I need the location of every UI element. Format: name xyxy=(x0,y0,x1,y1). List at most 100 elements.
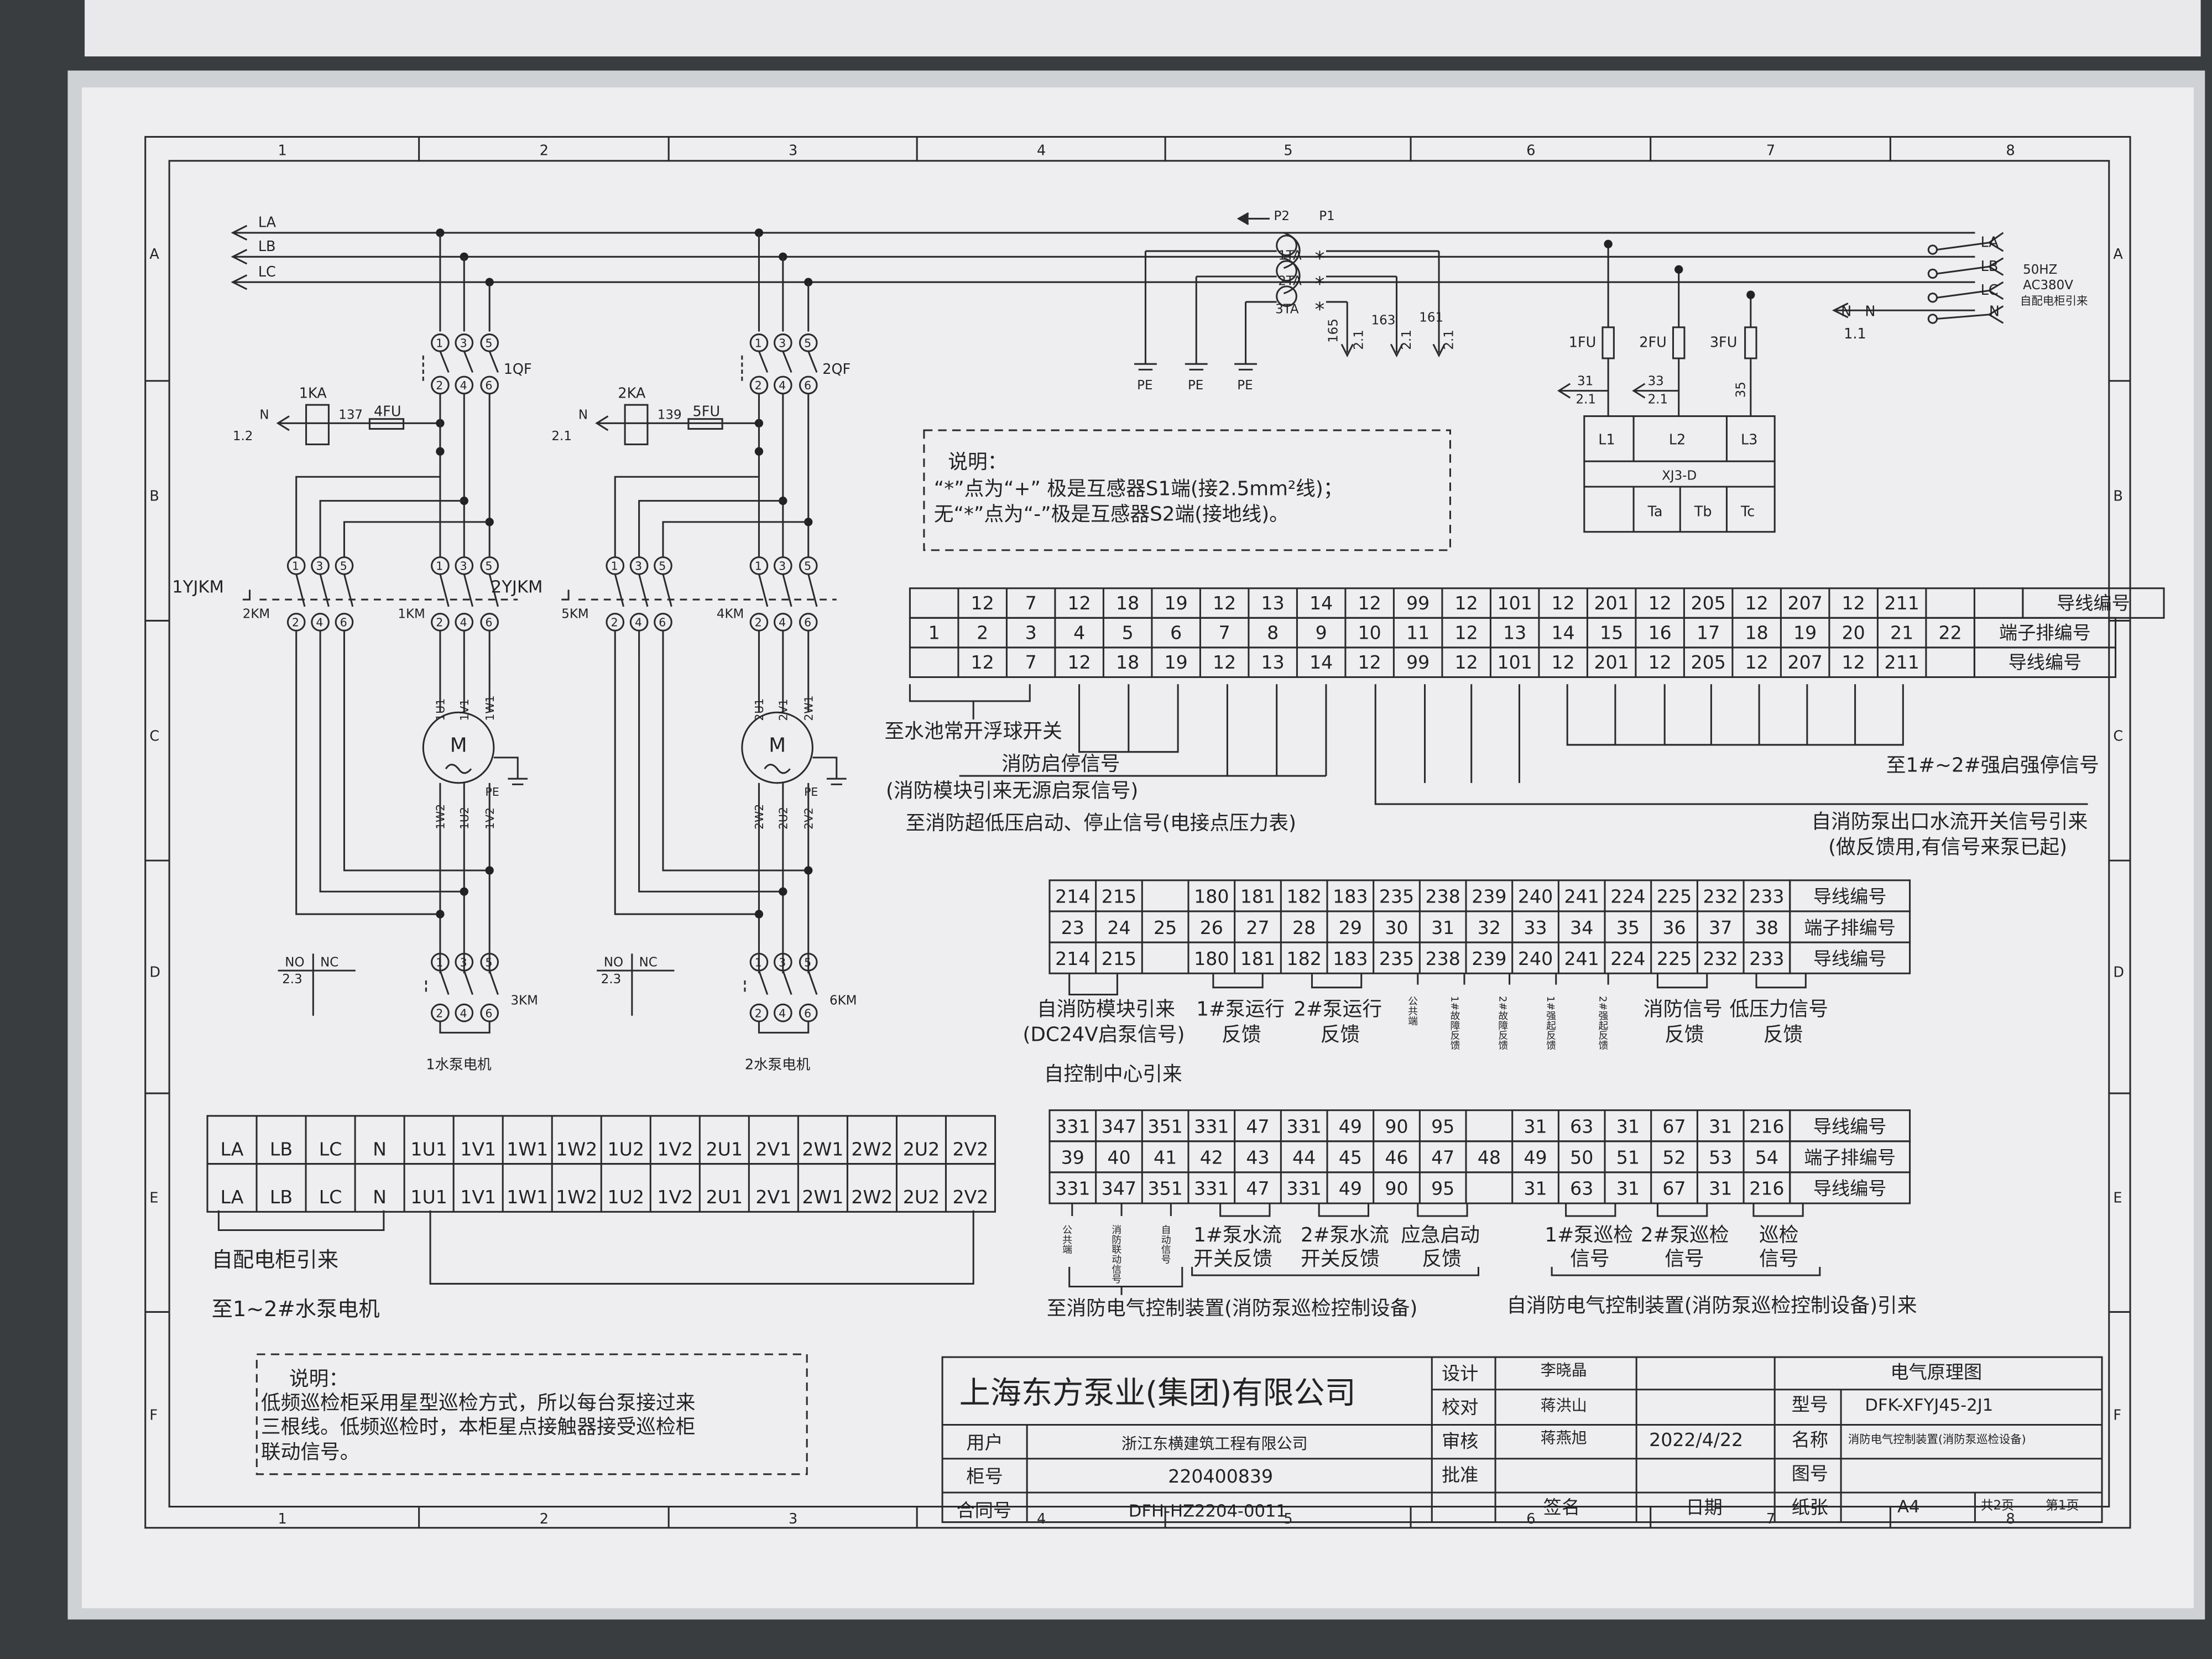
bus-label-la: LA xyxy=(258,215,276,231)
t4-r1-c8: 1U2 xyxy=(608,1186,644,1208)
svg-text:4: 4 xyxy=(779,1006,786,1020)
t3-r1-c11: 50 xyxy=(1570,1147,1593,1168)
right-label-la: LA xyxy=(1981,234,1999,251)
name-value: 消防电气控制装置(消防泵巡检设备) xyxy=(1848,1433,2026,1446)
ct-wire-161: 161 xyxy=(1419,311,1443,325)
t4-r0-c6: 1W1 xyxy=(507,1138,548,1160)
ct-wire-163: 163 xyxy=(1371,314,1396,328)
t3-label-flow1: 1#泵水流 xyxy=(1193,1224,1282,1246)
sign-label: 签名 xyxy=(1543,1496,1580,1518)
t3-r1-c5: 44 xyxy=(1292,1147,1316,1168)
t1-r1-c4: 5 xyxy=(1122,622,1134,644)
design-label: 设计 xyxy=(1442,1363,1478,1384)
svg-text:6: 6 xyxy=(804,379,811,392)
t3-r2-c7: 90 xyxy=(1385,1178,1408,1199)
t3-r1-c4: 43 xyxy=(1246,1147,1269,1168)
t2-label-control-center: 自控制中心引来 xyxy=(1044,1063,1182,1086)
t4-r1-c11: 2V1 xyxy=(755,1186,791,1208)
row-left-3: D xyxy=(149,964,160,981)
relay-tc: Tc xyxy=(1740,504,1755,520)
t2-r2-c5: 182 xyxy=(1287,948,1322,969)
pump1-label: 1水泵电机 xyxy=(426,1057,491,1073)
t3-r2-c11: 63 xyxy=(1570,1178,1593,1199)
svg-text:4: 4 xyxy=(460,379,467,392)
table2-labels: 自消防模块引来 (DC24V启泵信号) 1#泵运行 反馈 2#泵运行 反馈 消防… xyxy=(1022,996,1828,1086)
t3-r2-c12: 31 xyxy=(1616,1178,1640,1199)
figure-label: 图号 xyxy=(1792,1463,1828,1484)
t4-r1-c5: 1V1 xyxy=(460,1186,496,1208)
t2-label-lowp: 低压力信号 xyxy=(1730,998,1829,1021)
t4-r1-c13: 2W2 xyxy=(851,1186,893,1208)
t1-r1-c19: 20 xyxy=(1842,622,1865,644)
t1-r2-c20: 211 xyxy=(1885,651,1919,673)
t1-r2-c16: 205 xyxy=(1691,651,1726,673)
svg-text:1: 1 xyxy=(755,337,762,350)
t4-r0-c12: 2W1 xyxy=(802,1138,843,1160)
t3-label-to-device: 至消防电气控制装置(消防泵巡检控制设备) xyxy=(1047,1297,1418,1320)
t3-r2-c15: 216 xyxy=(1749,1178,1784,1199)
t1-r1-c13: 14 xyxy=(1552,622,1575,644)
t4-r0-c4: 1U1 xyxy=(410,1138,447,1160)
col-bottom-5: 5 xyxy=(1284,1511,1292,1527)
ct-labels: P2 P1 1TA 2TA 3TA * * * 163 161 165 2.1 … xyxy=(1137,209,1456,393)
note2-line1: 低频巡检柜采用星型巡检方式，所以每台泵接过来 xyxy=(261,1391,695,1414)
t1-r1-c8: 9 xyxy=(1316,622,1327,644)
contract-label: 合同号 xyxy=(957,1499,1011,1521)
t3-r1-c7: 46 xyxy=(1385,1147,1408,1168)
svg-text:5: 5 xyxy=(486,560,493,573)
t2-r1-c11: 34 xyxy=(1570,917,1593,938)
t3-label-emergency: 应急启动 xyxy=(1401,1224,1480,1246)
t1-label-float: 至水池常开浮球开关 xyxy=(884,720,1062,743)
t1-r2-c4: 18 xyxy=(1116,651,1139,673)
t1-r2-c17: 12 xyxy=(1745,651,1768,673)
table4-labels: 自配电柜引来 至1~2#水泵电机 xyxy=(212,1248,380,1322)
t4-r1-c0: LA xyxy=(221,1186,244,1208)
t2-r1-c8: 31 xyxy=(1431,917,1454,938)
pump2-motor-m: M xyxy=(769,734,786,757)
svg-text:4: 4 xyxy=(779,616,786,629)
t2-label-fire-fb: 反馈 xyxy=(1665,1024,1704,1046)
t1-label-force: 至1#~2#强启强停信号 xyxy=(1886,754,2099,776)
note1-text: 说明： “*”点为“+” 极是互感器S1端(接2.5mm²线)； 无“*”点为“… xyxy=(934,451,1343,525)
pump1-km-b: 1KM xyxy=(398,607,425,621)
t1-r1-c14: 15 xyxy=(1600,622,1623,644)
t2-r0-c4: 181 xyxy=(1240,886,1275,907)
fuse-1fu: 1FU xyxy=(1569,335,1597,351)
svg-text:2: 2 xyxy=(755,1006,762,1020)
fuse-labels: 1FU 2FU 3FU 31 33 35 2.1 2.1 L1 L2 L3 XJ… xyxy=(1569,239,1757,520)
t3-r1-c14: 53 xyxy=(1709,1147,1732,1168)
t1-r0-c17: 12 xyxy=(1745,592,1768,614)
fuse-junction-1 xyxy=(1674,265,1683,274)
svg-text:2: 2 xyxy=(755,616,762,629)
t2-r2-c9: 239 xyxy=(1472,948,1506,969)
svg-text:4: 4 xyxy=(316,616,323,629)
check-value: 蒋洪山 xyxy=(1541,1396,1587,1415)
pump1-noref: 2.3 xyxy=(282,972,302,987)
t3-r0-c4: 47 xyxy=(1246,1115,1269,1137)
t1-r2-c12: 101 xyxy=(1498,651,1532,673)
pump2-nc: NC xyxy=(639,955,658,969)
inner-frame xyxy=(168,160,2110,1508)
t2-r1-c12: 35 xyxy=(1616,917,1640,938)
t3-r1-c6: 45 xyxy=(1339,1147,1362,1168)
svg-text:3: 3 xyxy=(316,560,323,573)
svg-text:3: 3 xyxy=(460,337,467,350)
t4-r1-c15: 2V2 xyxy=(953,1186,989,1208)
t1-r0-c12: 101 xyxy=(1498,592,1532,614)
pump1-motor-m: M xyxy=(450,734,467,757)
t3-r2-c2: 351 xyxy=(1147,1178,1182,1199)
table1-leaders xyxy=(909,684,2088,805)
relay-l3: L3 xyxy=(1741,432,1757,448)
svg-text:1: 1 xyxy=(436,560,443,573)
t2-label-dc24: (DC24V启泵信号) xyxy=(1022,1024,1185,1046)
t4-r1-c9: 1V2 xyxy=(657,1186,693,1208)
pump1-u1-2: 1W1 xyxy=(483,695,497,721)
t3-r1-c15: 54 xyxy=(1755,1147,1778,1168)
svg-text:2: 2 xyxy=(611,616,618,629)
t1-r1-c10: 11 xyxy=(1406,622,1430,644)
t3-r0-c15: 216 xyxy=(1749,1115,1784,1137)
note1-line2: 无“*”点为“-”极是互感器S2端(接地线)。 xyxy=(934,503,1289,525)
relay-l1: L1 xyxy=(1598,432,1615,448)
svg-text:5: 5 xyxy=(340,560,347,573)
row-right-3: D xyxy=(2113,964,2124,981)
